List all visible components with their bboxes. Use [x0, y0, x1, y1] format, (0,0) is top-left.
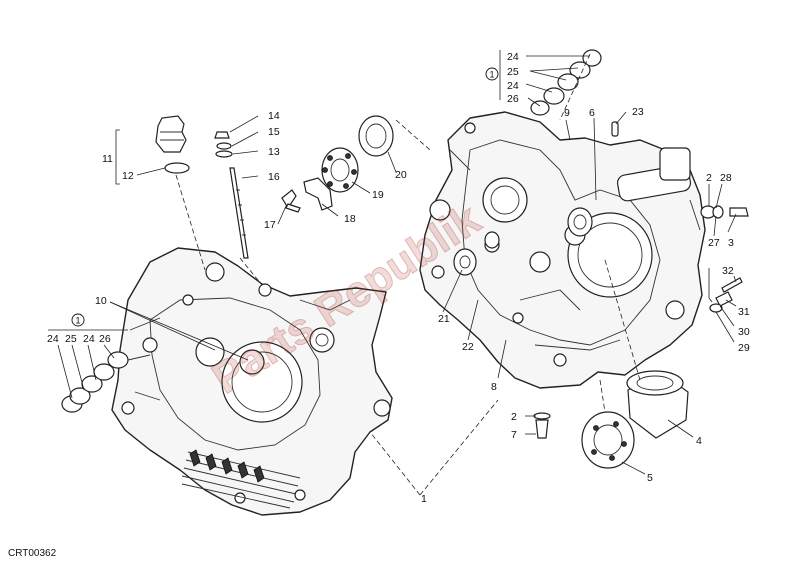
oil-filter-fins: [181, 449, 301, 509]
callout-9: 9: [564, 107, 570, 119]
drain-plug-part: [533, 412, 551, 439]
callout-6: 6: [589, 107, 595, 119]
callout-4: 4: [696, 435, 702, 447]
callout-24-right-top: 24: [507, 51, 519, 63]
callout-24-left-2: 24: [83, 333, 95, 345]
callout-15: 15: [268, 126, 280, 138]
callout-11: 11: [102, 153, 113, 165]
callout-19: 19: [372, 189, 384, 201]
leader-lines: [48, 50, 737, 475]
callout-5: 5: [647, 472, 653, 484]
callout-16: 16: [268, 171, 280, 183]
kit-marker-right: 1: [485, 67, 499, 81]
callout-18: 18: [344, 213, 356, 225]
callout-12: 12: [122, 170, 134, 182]
breather-cap-part: [155, 115, 190, 174]
callout-2-drain: 2: [511, 411, 517, 423]
bearing-and-seal-part: [321, 115, 394, 193]
callout-23: 23: [632, 106, 644, 118]
callout-1: 1: [421, 493, 427, 505]
callout-21: 21: [438, 313, 450, 325]
right-side-fasteners: [700, 205, 749, 313]
svg-text:1: 1: [489, 70, 494, 80]
callout-22: 22: [462, 341, 474, 353]
bolt-and-bracket-part: [281, 177, 333, 213]
callout-27: 27: [708, 237, 720, 249]
callout-14: 14: [268, 110, 280, 122]
left-shim-stack-part: [61, 351, 129, 413]
main-bearing-parts: [581, 370, 689, 469]
callout-7: 7: [511, 429, 517, 441]
small-internal-parts: [453, 121, 619, 324]
callout-2-side: 2: [706, 172, 712, 184]
part-callouts: 1 2 2 3 4 5 6 7 8 9 10 11 12 13 14 15 16…: [47, 51, 750, 505]
stud-assembly-part: [214, 131, 249, 259]
callout-25-right: 25: [507, 66, 519, 78]
callout-26-left: 26: [99, 333, 111, 345]
callout-26-right: 26: [507, 93, 519, 105]
right-shim-stack-part: [530, 49, 602, 116]
left-crankcase-half: [111, 247, 393, 516]
callout-24-left-1: 24: [47, 333, 59, 345]
callout-20: 20: [395, 169, 407, 181]
callout-32: 32: [722, 265, 734, 277]
callout-31: 31: [738, 306, 750, 318]
dashed-assembly-lines: [175, 53, 641, 496]
callout-13: 13: [268, 146, 280, 158]
callout-29: 29: [738, 342, 750, 354]
callout-28: 28: [720, 172, 732, 184]
svg-text:1: 1: [75, 316, 80, 326]
callout-3: 3: [728, 237, 734, 249]
reference-code: CRT00362: [8, 548, 57, 559]
callout-10: 10: [95, 295, 107, 307]
callout-8: 8: [491, 381, 497, 393]
callout-24-right-bottom: 24: [507, 80, 519, 92]
callout-30: 30: [738, 326, 750, 338]
kit-marker-left: 1: [71, 313, 85, 327]
callout-17: 17: [264, 219, 276, 231]
callout-25-left: 25: [65, 333, 77, 345]
